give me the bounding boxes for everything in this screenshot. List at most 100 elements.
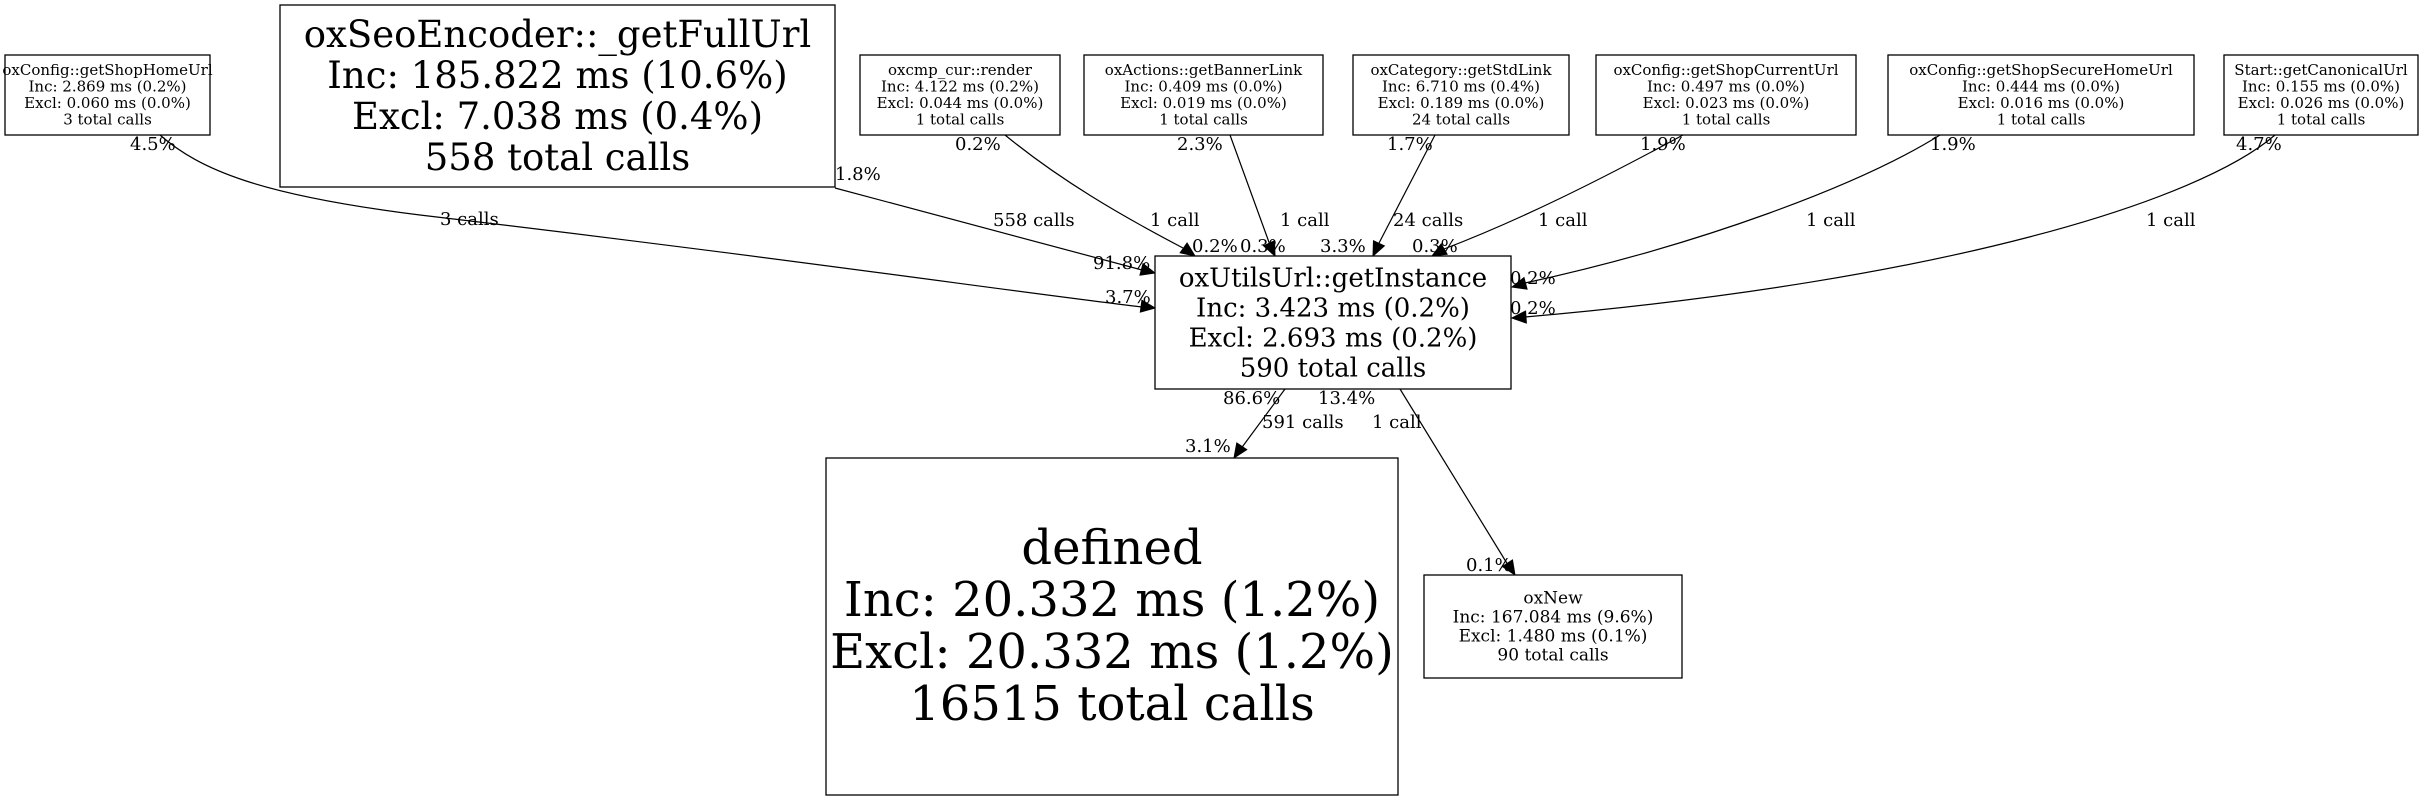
edge-tail-percent: 1.7% — [1387, 134, 1433, 155]
edge-line — [1443, 134, 1684, 250]
node-exclusive-time: Excl: 1.480 ms (0.1%) — [1459, 627, 1648, 647]
node-inclusive-time: Inc: 0.497 ms (0.0%) — [1647, 78, 1805, 96]
node-function-name: oxUtilsUrl::getInstance — [1179, 264, 1487, 294]
arrowhead-icon — [1179, 242, 1197, 257]
node-total-calls: 1 total calls — [1159, 111, 1248, 129]
edge-line — [1229, 134, 1271, 246]
node-function-name: oxCategory::getStdLink — [1370, 61, 1552, 79]
edge-line — [1239, 388, 1286, 451]
node-box[interactable] — [1423, 574, 1683, 679]
node-total-calls: 24 total calls — [1412, 111, 1510, 129]
edge-tail-percent: 0.2% — [955, 134, 1001, 155]
node-box[interactable] — [1352, 54, 1570, 136]
edge-tail-percent: 2.3% — [1177, 134, 1223, 155]
node-inclusive-time: Inc: 2.869 ms (0.2%) — [28, 78, 186, 96]
node-total-calls: 1 total calls — [1997, 111, 2086, 129]
edge-head-percent: 0.1% — [1466, 555, 1512, 576]
arrowhead-icon — [1510, 276, 1528, 290]
edge-tail-percent: 4.7% — [2236, 134, 2282, 155]
node-exclusive-time: Excl: 2.693 ms (0.2%) — [1189, 324, 1478, 354]
node-function-name: oxNew — [1523, 589, 1583, 609]
edge-tail-percent: 13.4% — [1318, 388, 1375, 409]
edge-head-percent: 3.3% — [1320, 236, 1366, 257]
node-total-calls: 90 total calls — [1497, 646, 1608, 666]
node-total-calls: 1 total calls — [1682, 111, 1771, 129]
edge-tail-percent: 4.5% — [130, 134, 176, 155]
node-total-calls: 3 total calls — [63, 111, 152, 129]
edge-getShopHomeUrl-to-getInstance: 3 calls 4.5% 3.7% — [130, 134, 1157, 313]
node-function-name: oxcmp_cur::render — [888, 61, 1033, 79]
node-function-name: oxActions::getBannerLink — [1105, 61, 1303, 79]
arrowhead-icon — [1139, 262, 1157, 276]
node-inclusive-time: Inc: 0.155 ms (0.0%) — [2242, 78, 2400, 96]
edge-line — [159, 134, 1143, 308]
edge-tail-percent: 86.6% — [1223, 388, 1280, 409]
node-exclusive-time: Excl: 0.026 ms (0.0%) — [2238, 94, 2405, 112]
edge-calls-label: 1 call — [1372, 412, 1422, 433]
node-box[interactable] — [1887, 54, 2195, 136]
arrowhead-icon — [1139, 299, 1157, 313]
edge-tail-percent: 1.8% — [835, 164, 881, 185]
node-box[interactable] — [4, 54, 211, 136]
node-inclusive-time: Inc: 6.710 ms (0.4%) — [1382, 78, 1540, 96]
edge-calls-label: 24 calls — [1393, 210, 1463, 231]
node-function-name: oxConfig::getShopCurrentUrl — [1613, 61, 1838, 79]
node-box[interactable] — [279, 4, 836, 188]
node-function-name: Start::getCanonicalUrl — [2234, 61, 2408, 79]
node-box[interactable] — [1154, 255, 1512, 390]
node-total-calls: 1 total calls — [2277, 111, 2366, 129]
node-box[interactable] — [2223, 54, 2419, 136]
edge-getStdLink-to-getInstance: 24 calls 1.7% 3.3% — [1320, 134, 1463, 258]
edge-calls-label: 1 call — [1150, 210, 1200, 231]
node-exclusive-time: Excl: 20.332 ms (1.2%) — [830, 624, 1394, 680]
edge-calls-label: 1 call — [2146, 210, 2196, 231]
node-inclusive-time: Inc: 4.122 ms (0.2%) — [881, 78, 1039, 96]
node-box[interactable] — [859, 54, 1061, 136]
edge-calls-label: 3 calls — [440, 209, 499, 230]
edge-calls-label: 591 calls — [1262, 412, 1344, 433]
edge-getInstance-to-oxNew: 1 call 13.4% 0.1% — [1318, 388, 1516, 577]
node-box[interactable] — [1083, 54, 1324, 136]
edge-head-percent: 0.2% — [1510, 298, 1556, 319]
node-inclusive-time: Inc: 185.822 ms (10.6%) — [327, 54, 787, 97]
arrowhead-icon — [1372, 240, 1386, 258]
edge-head-percent: 0.2% — [1510, 268, 1556, 289]
edge-line — [1524, 134, 1941, 284]
edge-line — [1524, 134, 2276, 318]
node-exclusive-time: Excl: 0.060 ms (0.0%) — [24, 94, 191, 112]
edge-head-percent: 0.2% — [1192, 236, 1238, 257]
node-function-name: oxConfig::getShopHomeUrl — [2, 61, 212, 79]
edge-calls-label: 1 call — [1538, 210, 1588, 231]
edge-head-percent: 0.3% — [1412, 236, 1458, 257]
edge-head-percent: 3.7% — [1105, 287, 1151, 308]
edge-line — [1004, 134, 1184, 249]
node-total-calls: 1 total calls — [916, 111, 1005, 129]
node-function-name: oxConfig::getShopSecureHomeUrl — [1909, 61, 2173, 79]
edge-calls-label: 1 call — [1280, 210, 1330, 231]
node-total-calls: 590 total calls — [1240, 354, 1427, 384]
node-box[interactable] — [1595, 54, 1857, 136]
node-inclusive-time: Inc: 0.409 ms (0.0%) — [1124, 78, 1282, 96]
node-exclusive-time: Excl: 0.023 ms (0.0%) — [1643, 94, 1810, 112]
node-total-calls: 16515 total calls — [909, 676, 1315, 732]
arrowhead-icon — [1262, 240, 1276, 258]
node-box[interactable] — [825, 457, 1399, 796]
arrowhead-icon — [1430, 242, 1448, 257]
